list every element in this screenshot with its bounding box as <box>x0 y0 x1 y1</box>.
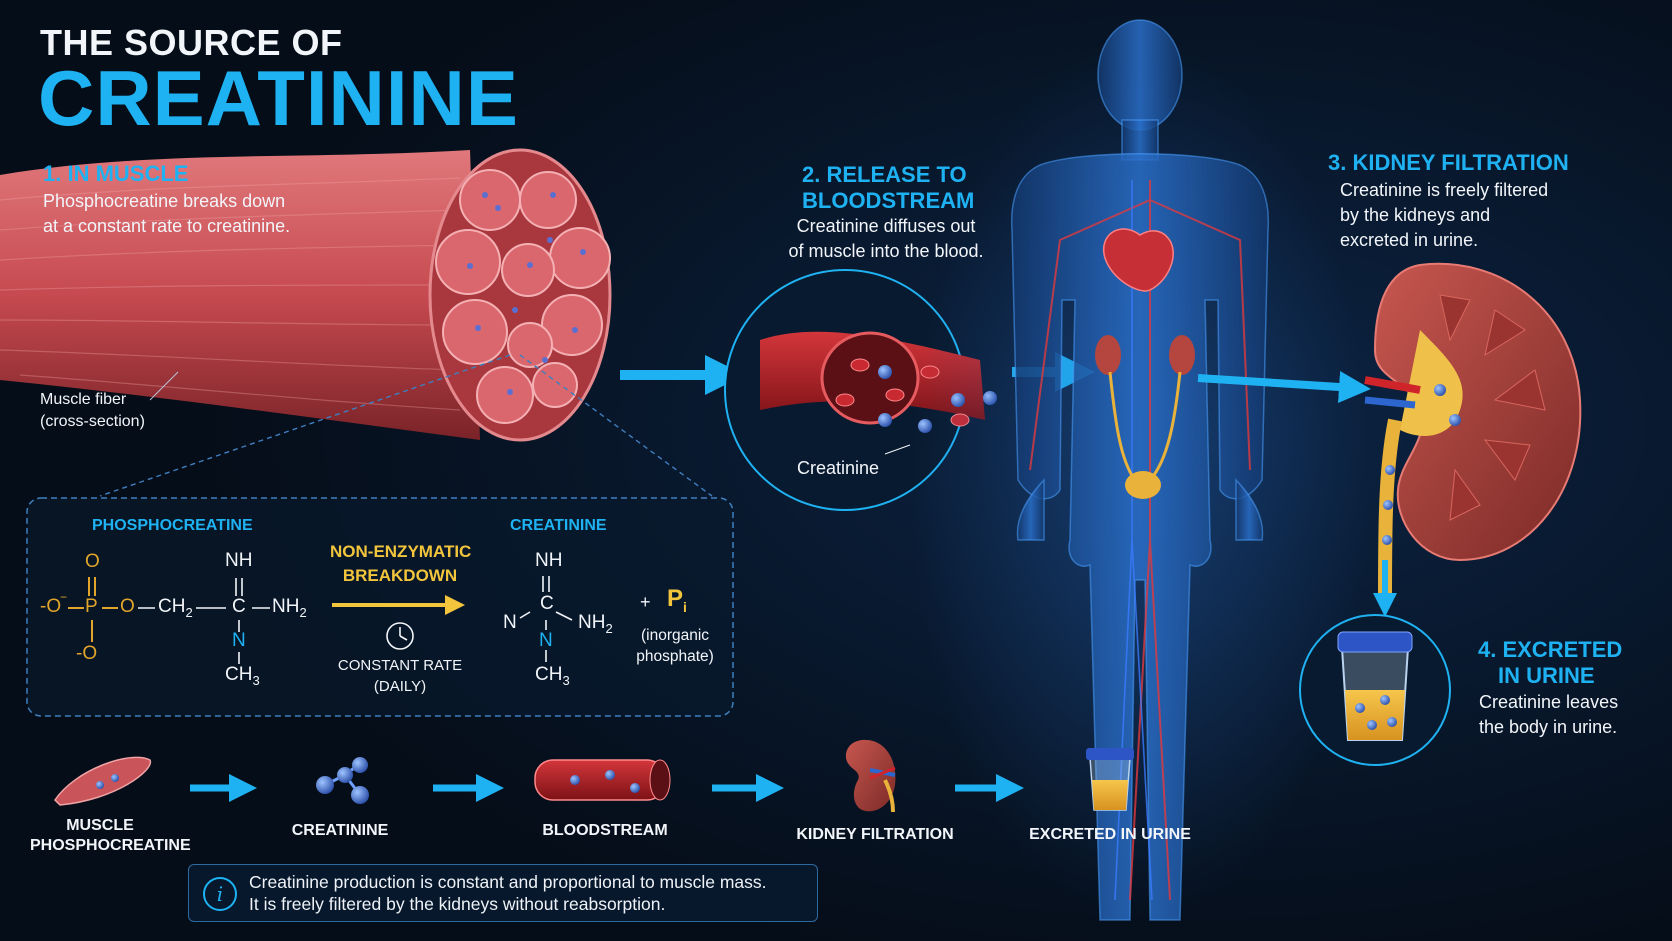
info-note-line: It is freely filtered by the kidneys wit… <box>249 894 666 914</box>
rate-label-line: CONSTANT RATE <box>337 657 463 674</box>
reactant-label: PHOSPHOCREATINE <box>92 517 253 534</box>
step-4-text: Creatinine leaves the body in urine. <box>1479 690 1618 740</box>
human-body-illustration <box>910 19 1370 921</box>
step-3-text: Creatinine is freely filtered by the kid… <box>1340 178 1548 253</box>
process-label-line: NON-ENZYMATIC <box>330 542 472 561</box>
pc-atom-c: C <box>232 596 246 617</box>
muscle-fiber-label-line: Muscle fiber <box>40 391 127 408</box>
step-2-text: Creatinine diffuses out of muscle into t… <box>776 214 996 264</box>
step-2-text-line: of muscle into the blood. <box>788 241 984 261</box>
flow-label-line: PHOSPHOCREATINE <box>30 837 191 854</box>
step-4-text-line: the body in urine. <box>1479 717 1618 737</box>
cr-atom-n-left: N <box>503 612 517 633</box>
pc-ch3-main: CH <box>225 664 253 685</box>
cr-atom-nh2: NH2 <box>578 612 613 636</box>
pc-atom-o-bottom: -O <box>76 643 98 664</box>
muscle-fiber-label-line: (cross-section) <box>40 413 145 430</box>
pc-nh2-sub: 2 <box>299 604 307 620</box>
inorganic-phosphate-label: (inorganic phosphate) <box>630 625 720 667</box>
flow-label-urine: EXCRETED IN URINE <box>1029 826 1191 843</box>
plus-sign: + <box>640 592 651 612</box>
creatinine-callout-label: Creatinine <box>797 458 880 478</box>
step-4-heading-line: 4. EXCRETED <box>1478 637 1623 662</box>
cr-atom-nh: NH <box>535 550 563 571</box>
process-label-line: BREAKDOWN <box>342 566 458 585</box>
step-2-heading: 2. RELEASE TO BLOODSTREAM <box>802 162 974 214</box>
blood-vessel-icon <box>534 759 671 801</box>
muscle-icon <box>54 756 152 806</box>
step-1-text-line: at a constant rate to creatinine. <box>43 216 291 236</box>
pc-charge: − <box>60 590 68 604</box>
step-3-text-line: excreted in urine. <box>1340 230 1479 250</box>
rate-label: CONSTANT RATE (DAILY) <box>330 655 470 697</box>
step-2-text-line: Creatinine diffuses out <box>796 216 976 236</box>
pc-ch2-sub: 2 <box>185 604 193 620</box>
pi-label-line: phosphate) <box>636 648 714 665</box>
cr-nh2-main: NH <box>578 612 606 633</box>
clock-icon <box>386 622 414 650</box>
flow-label-kidney: KIDNEY FILTRATION <box>796 826 954 843</box>
inorganic-phosphate-symbol: Pi <box>667 585 687 615</box>
kidney-icon <box>845 739 896 813</box>
info-note-line: Creatinine production is constant and pr… <box>249 872 767 892</box>
flow-label-muscle: MUSCLE PHOSPHOCREATINE <box>30 816 191 856</box>
flow-label-bloodstream: BLOODSTREAM <box>542 822 668 839</box>
pc-ch3-sub: 3 <box>252 672 260 688</box>
step-1-heading: 1. IN MUSCLE <box>43 161 189 186</box>
cr-atom-ch3: CH3 <box>535 664 570 688</box>
molecule-icon <box>316 757 369 804</box>
step-4-text-line: Creatinine leaves <box>1479 692 1619 712</box>
step-2-heading-line: 2. RELEASE TO <box>802 162 967 187</box>
step-4-heading-line: IN URINE <box>1498 663 1595 688</box>
pc-atom-n: N <box>232 630 246 651</box>
step-1-text: Phosphocreatine breaks down at a constan… <box>43 189 290 239</box>
pc-atom-o-left: -O <box>40 596 62 617</box>
pc-atom-ch3: CH3 <box>225 664 260 688</box>
kidney-illustration <box>1364 262 1582 601</box>
info-note-text: Creatinine production is constant and pr… <box>249 871 767 915</box>
muscle-fiber-label: Muscle fiber (cross-section) <box>40 389 145 433</box>
rate-label-line: (DAILY) <box>373 678 427 695</box>
pc-atom-nh: NH <box>225 550 253 571</box>
pc-atom-o-mid: O <box>120 596 135 617</box>
flow-label-creatinine: CREATININE <box>291 822 389 839</box>
cr-ch3-main: CH <box>535 664 563 685</box>
cr-atom-n: N <box>539 630 553 651</box>
product-label: CREATININE <box>510 517 607 534</box>
process-label: NON-ENZYMATIC BREAKDOWN <box>330 540 472 588</box>
cr-atom-c: C <box>540 593 554 614</box>
urine-cup-illustration <box>1299 614 1451 766</box>
step-3-text-line: Creatinine is freely filtered <box>1340 180 1549 200</box>
info-icon: i <box>203 877 237 911</box>
pi-label-line: (inorganic <box>640 627 710 644</box>
pi-main: P <box>667 585 684 612</box>
pc-atom-nh2: NH2 <box>272 596 307 620</box>
cr-nh2-sub: 2 <box>605 620 613 636</box>
pc-nh2-main: NH <box>272 596 300 617</box>
pc-atom-o-top: O <box>85 551 100 572</box>
step-3-text-line: by the kidneys and <box>1340 205 1491 225</box>
step-1-text-line: Phosphocreatine breaks down <box>43 191 286 211</box>
step-2-heading-line: BLOODSTREAM <box>802 188 975 213</box>
title-line-1: THE SOURCE OF <box>40 22 343 63</box>
pi-sub: i <box>683 598 687 615</box>
pc-ch2-main: CH <box>158 596 186 617</box>
urine-cup-icon <box>1086 748 1134 811</box>
flow-label-line: MUSCLE <box>66 817 134 834</box>
step-3-heading: 3. KIDNEY FILTRATION <box>1328 150 1569 175</box>
pc-atom-p: P <box>85 596 98 617</box>
info-note: i Creatinine production is constant and … <box>188 864 818 922</box>
step-4-heading: 4. EXCRETED IN URINE <box>1478 637 1622 689</box>
pc-atom-ch2: CH2 <box>158 596 193 620</box>
cr-ch3-sub: 3 <box>562 672 570 688</box>
page-title: CREATININE <box>38 54 519 142</box>
